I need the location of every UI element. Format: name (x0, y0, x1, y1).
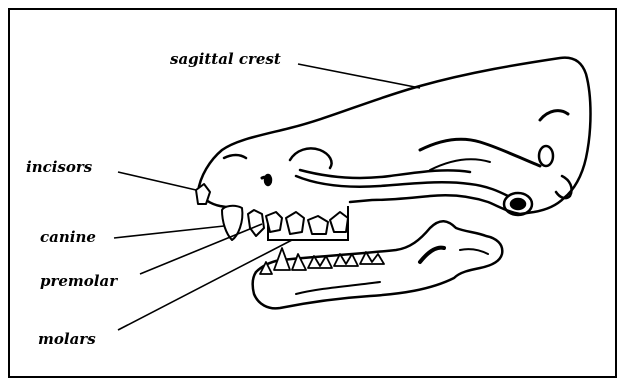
molar-tooth-2 (308, 216, 328, 234)
leader-molars (118, 240, 292, 330)
molar-tooth-3 (330, 212, 348, 232)
cranium (198, 58, 591, 215)
premolar-tooth (248, 210, 264, 236)
leader-premolar (140, 224, 262, 274)
label-sagittal-crest: sagittal crest (170, 50, 281, 68)
label-incisors: incisors (26, 158, 92, 176)
label-canine: canine (40, 228, 96, 246)
upper-teeth (196, 184, 348, 240)
leader-sagittal-crest (298, 64, 420, 88)
leader-lines (114, 64, 420, 330)
leader-incisors (118, 172, 196, 190)
molar-tooth (286, 212, 304, 234)
leader-canine (114, 226, 224, 238)
canine-tooth (222, 206, 242, 240)
lower-teeth (260, 248, 384, 274)
label-premolar: premolar (40, 272, 117, 290)
label-molars: molars (38, 330, 96, 348)
